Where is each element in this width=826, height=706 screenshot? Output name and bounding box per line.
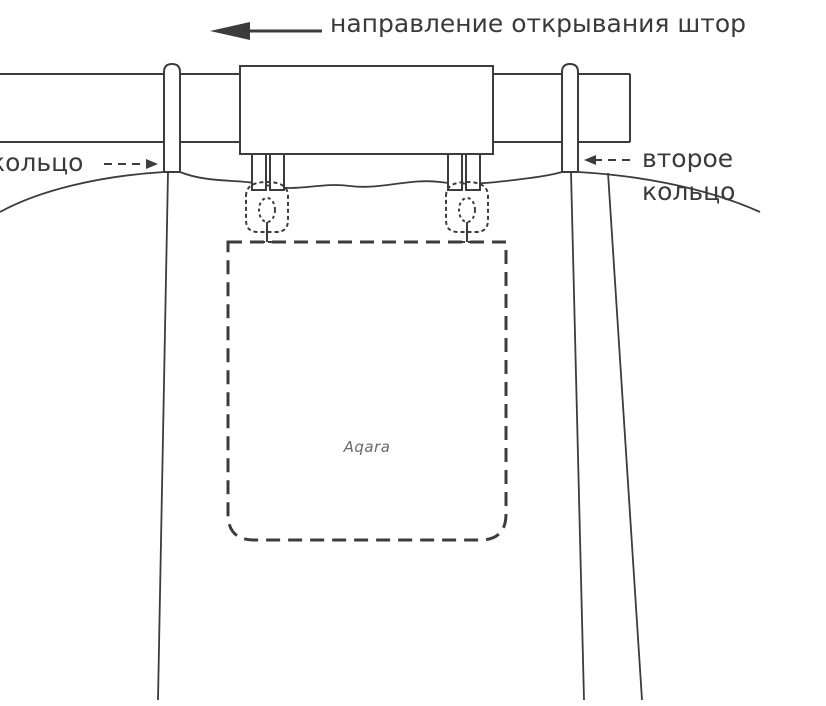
first-ring-label: кольцо (0, 148, 84, 177)
second-ring-label: второе кольцо (642, 142, 735, 208)
device-body (226, 240, 508, 542)
motor-housing (239, 65, 494, 155)
direction-arrow (210, 22, 322, 40)
second-ring (561, 62, 579, 173)
first-ring (163, 62, 181, 173)
hook-right (445, 153, 489, 243)
second-ring-label-line1: второе (642, 144, 734, 173)
curtain-fabric (0, 171, 761, 701)
direction-label: направление открывания штор (330, 9, 747, 38)
device-logo: Aqara (343, 438, 391, 456)
second-ring-pointer (584, 155, 636, 165)
first-ring-pointer (104, 159, 158, 169)
second-ring-label-line2: кольцо (642, 177, 736, 206)
hook-left (245, 153, 289, 243)
